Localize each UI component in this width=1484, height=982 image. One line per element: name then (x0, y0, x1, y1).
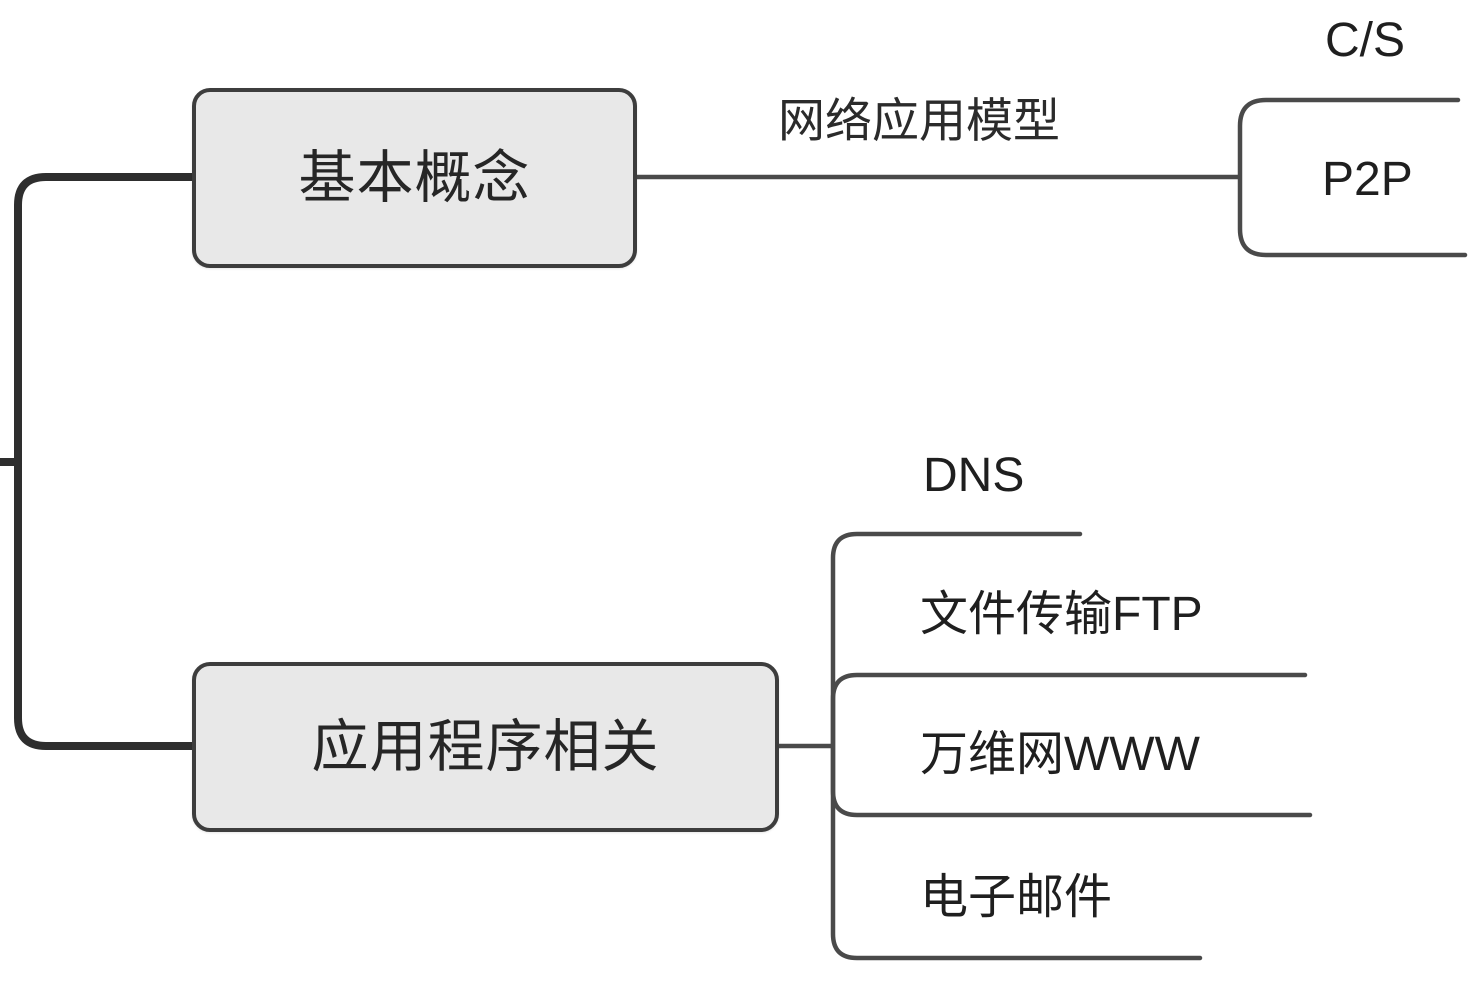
bracket-models-path (1237, 97, 1468, 258)
root-trunk-path (14, 173, 196, 750)
leaf-label-p2p[interactable]: P2P (1322, 153, 1413, 206)
edge-label-network-application-model: 网络应用模型 (778, 94, 1060, 147)
bracket-services-inner-path (830, 672, 1313, 818)
leaf-label-dns[interactable]: DNS (923, 449, 1025, 502)
node-application-related-label: 应用程序相关 (311, 714, 660, 779)
node-basic-concepts[interactable]: 基本概念 (192, 88, 637, 268)
node-basic-concepts-label: 基本概念 (298, 145, 531, 210)
leaf-label-cs[interactable]: C/S (1325, 14, 1406, 67)
leaf-label-ftp[interactable]: 文件传输FTP (920, 588, 1203, 641)
node-application-related[interactable]: 应用程序相关 (192, 662, 779, 832)
leaf-label-www[interactable]: 万维网WWW (920, 728, 1200, 781)
leaf-label-email[interactable]: 电子邮件 (920, 871, 1113, 924)
